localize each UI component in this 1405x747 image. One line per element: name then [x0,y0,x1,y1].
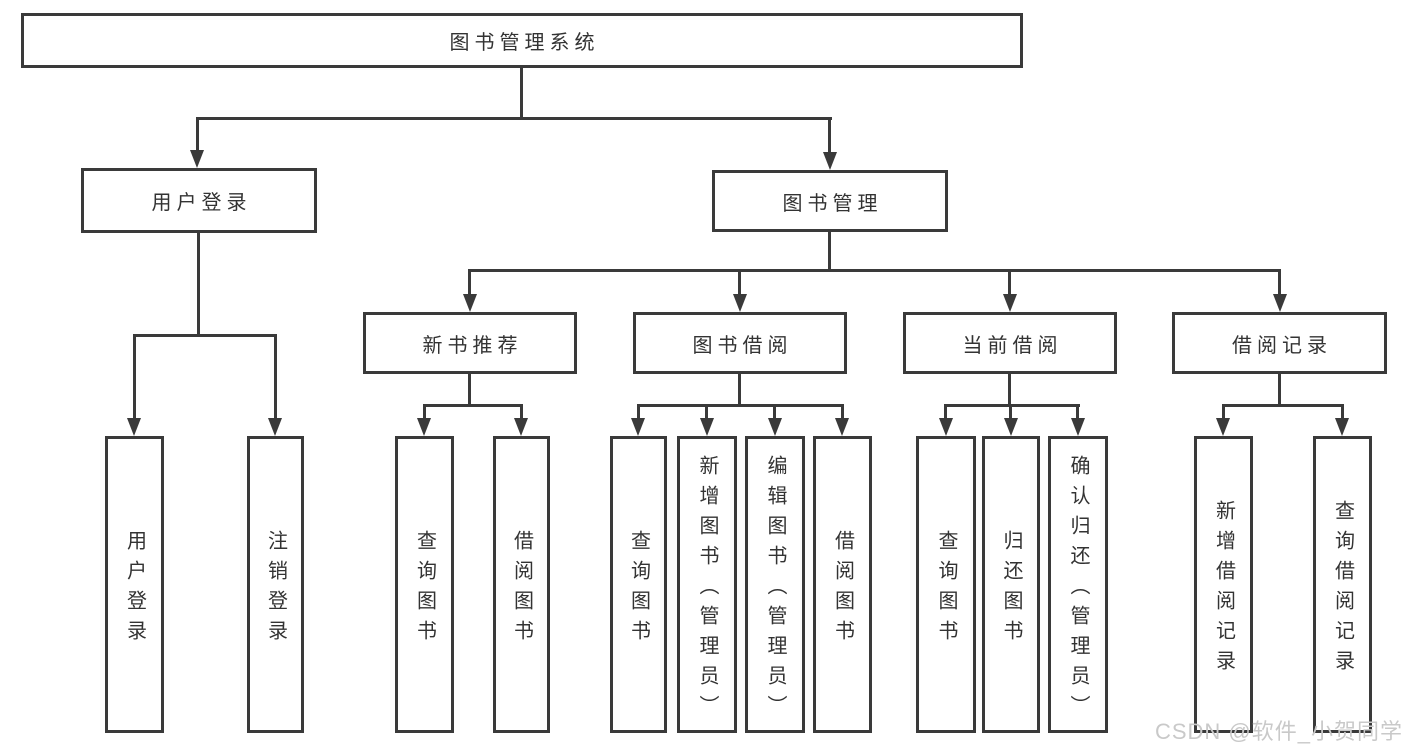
connector-drop-bb-borrow [841,404,844,420]
leaf-cb-confirm-return-admin: 确认归还（管理员） [1048,436,1108,733]
connector-drop-bb-add [705,404,708,420]
connector-book-mgmt-trunk [828,232,831,272]
arrowhead-nb-borrow [514,418,528,436]
node-label: 图书借阅 [692,334,793,357]
connector-user-login-trunk [197,233,200,337]
connector-current-borrow-trunk [1008,374,1011,407]
arrowhead-borrowing-records [1273,294,1287,312]
arrowhead-leaf-logout [268,418,282,436]
connector-current-borrow-branch [944,404,1080,407]
connector-drop-cb-query [944,404,947,420]
connector-drop-book-management [828,117,831,154]
node-label: 借阅记录 [1232,334,1332,357]
leaf-nb-borrow-books: 借阅图书 [493,436,550,733]
connector-drop-cb-confirm [1076,404,1079,420]
arrowhead-nb-query [417,418,431,436]
node-book-borrowing: 图书借阅 [633,312,847,374]
connector-borrow-records-trunk [1278,374,1281,407]
connector-drop-nb-borrow [520,404,523,420]
connector-drop-leaf-logout [274,334,277,420]
node-label: 图书管理系统 [449,32,600,54]
connector-drop-cb-return [1009,404,1012,420]
arrowhead-new-books [463,294,477,312]
connector-drop-leaf-user-login [133,334,136,420]
connector-drop-bb-query [637,404,640,420]
leaf-label: 借阅图书 [831,529,854,650]
arrowhead-leaf-user-login [127,418,141,436]
node-label: 当前借阅 [962,334,1063,357]
connector-book-borrow-trunk [738,374,741,407]
leaf-user-login: 用户登录 [105,436,164,733]
node-library-system: 图书管理系统 [21,13,1023,68]
arrowhead-br-query [1335,418,1349,436]
node-user-login: 用户登录 [81,168,317,233]
connector-new-books-branch [423,404,523,407]
arrowhead-bb-add [700,418,714,436]
leaf-label: 新增借阅记录 [1212,499,1235,680]
arrowhead-br-add [1216,418,1230,436]
leaf-nb-query-books: 查询图书 [395,436,454,733]
connector-drop-book-borrowing [738,269,741,296]
connector-drop-borrowing-records [1278,269,1281,296]
csdn-watermark: CSDN @软件_小贺同学 [1154,719,1403,744]
leaf-label: 新增图书（管理员） [696,454,718,725]
leaf-br-add-record: 新增借阅记录 [1194,436,1253,733]
connector-book-borrow-branch [637,404,844,407]
node-label: 用户登录 [151,192,252,214]
arrowhead-bb-borrow [835,418,849,436]
connector-drop-br-query [1341,404,1344,420]
node-borrowing-records: 借阅记录 [1172,312,1387,374]
connector-drop-user-login [196,117,199,152]
connector-drop-current-borrowing [1008,269,1011,296]
node-book-management: 图书管理 [712,170,948,232]
connector-drop-new-books [468,269,471,296]
node-label: 图书管理 [782,192,883,215]
leaf-label: 归还图书 [1000,529,1022,650]
leaf-bb-edit-books-admin: 编辑图书（管理员） [745,436,805,733]
arrowhead-book-management [823,152,837,170]
node-new-book-recommendation: 新书推荐 [363,312,577,374]
leaf-logout: 注销登录 [247,436,304,733]
connector-drop-nb-query [423,404,426,420]
leaf-label: 用户登录 [123,529,146,650]
arrowhead-current-borrowing [1003,294,1017,312]
leaf-bb-add-books-admin: 新增图书（管理员） [677,436,737,733]
arrowhead-bb-query [631,418,645,436]
leaf-label: 注销登录 [264,529,287,650]
leaf-cb-return-books: 归还图书 [982,436,1040,733]
arrowhead-user-login [190,150,204,168]
arrowhead-cb-query [939,418,953,436]
leaf-label: 确认归还（管理员） [1067,454,1089,725]
node-label: 新书推荐 [422,334,523,357]
leaf-label: 查询图书 [413,529,436,650]
connector-book-mgmt-branch [468,269,1281,272]
leaf-label: 查询借阅记录 [1331,499,1354,680]
leaf-br-query-record: 查询借阅记录 [1313,436,1372,733]
arrowhead-cb-return [1004,418,1018,436]
arrowhead-book-borrowing [733,294,747,312]
connector-borrow-records-branch [1222,404,1344,407]
connector-drop-bb-edit [773,404,776,420]
connector-root-trunk [520,68,523,119]
leaf-cb-query-books: 查询图书 [916,436,976,733]
leaf-label: 借阅图书 [510,529,533,650]
connector-drop-br-add [1222,404,1225,420]
connector-user-login-branch [133,334,277,337]
leaf-label: 查询图书 [935,529,957,650]
arrowhead-cb-confirm [1071,418,1085,436]
leaf-label: 查询图书 [627,529,650,650]
node-current-borrowing: 当前借阅 [903,312,1117,374]
leaf-label: 编辑图书（管理员） [764,454,786,725]
connector-new-books-trunk [468,374,471,407]
leaf-bb-borrow-books: 借阅图书 [813,436,872,733]
connector-root-branch [196,117,832,120]
leaf-bb-query-books: 查询图书 [610,436,667,733]
arrowhead-bb-edit [768,418,782,436]
